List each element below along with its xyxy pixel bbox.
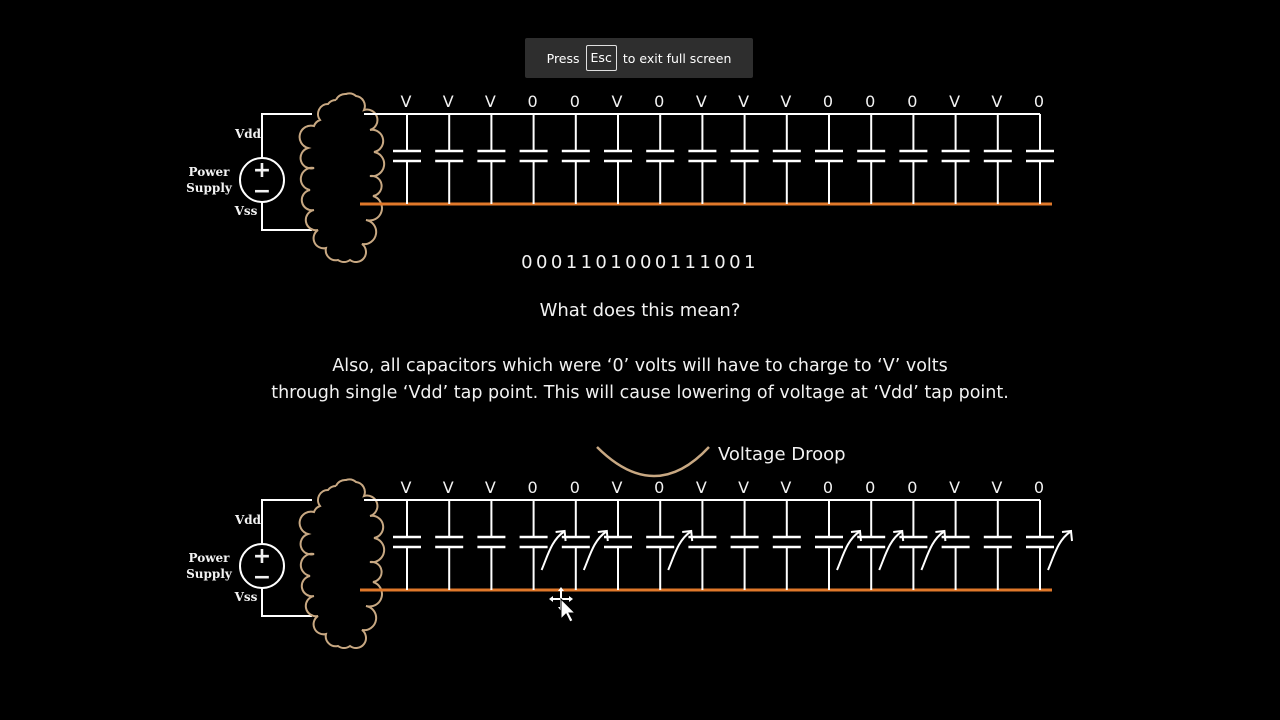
capacitor-voltage-label: V [612, 478, 623, 497]
capacitor-voltage-label: V [949, 478, 960, 497]
capacitor [899, 500, 928, 590]
capacitor [772, 114, 801, 204]
charging-arrow-icon [1047, 529, 1073, 571]
capacitor [941, 114, 970, 204]
power-label: Power [189, 551, 231, 565]
vss-label: Vss [234, 590, 258, 604]
capacitor [730, 114, 759, 204]
capacitor [393, 114, 421, 204]
explanation-text: Also, all capacitors which were ‘0’ volt… [0, 353, 1280, 407]
source-minus-sign: − [253, 179, 271, 204]
move-cursor-icon [549, 587, 577, 623]
capacitor-voltage-label: V [612, 92, 623, 111]
capacitor [983, 500, 1012, 590]
capacitor [477, 114, 506, 204]
capacitor-voltage-label: V [485, 478, 496, 497]
capacitor [519, 114, 548, 204]
capacitor-voltage-label: V [696, 92, 707, 111]
capacitor [899, 114, 928, 204]
capacitor-voltage-label: 0 [907, 478, 917, 497]
capacitor-voltage-label: 0 [823, 92, 833, 111]
capacitor [646, 114, 675, 204]
capacitor [519, 500, 548, 590]
vdd-wire [261, 499, 312, 544]
capacitor [393, 500, 421, 590]
capacitor-voltage-label: V [780, 478, 791, 497]
capacitor-voltage-label: V [401, 478, 412, 497]
capacitor [435, 114, 464, 204]
capacitor [477, 500, 506, 590]
explanation-line-1: Also, all capacitors which were ‘0’ volt… [332, 356, 948, 376]
explanation-line-2: through single ‘Vdd’ tap point. This wil… [271, 383, 1009, 403]
voltage-droop-label: Voltage Droop [718, 444, 846, 465]
capacitor-voltage-label: V [485, 92, 496, 111]
bit-pattern: 0001101000111001 [521, 252, 759, 273]
capacitor-voltage-label: V [991, 92, 1002, 111]
vdd-wire [261, 113, 312, 158]
supply-cloud [298, 478, 386, 649]
capacitor-voltage-label: 0 [654, 92, 664, 111]
capacitor-voltage-label: V [738, 92, 749, 111]
vss-label: Vss [234, 204, 258, 218]
vss-wire [261, 202, 312, 231]
capacitor [604, 114, 632, 204]
capacitor [730, 500, 759, 590]
fullscreen-notice: Press Esc to exit full screen [525, 38, 753, 78]
capacitor-voltage-label: V [780, 92, 791, 111]
capacitor [941, 500, 970, 590]
supply-cloud [298, 92, 386, 263]
capacitor [815, 114, 843, 204]
capacitor [435, 500, 464, 590]
capacitor [604, 500, 632, 590]
capacitor-voltage-label: 0 [528, 478, 538, 497]
capacitor-voltage-label: V [443, 478, 454, 497]
capacitor-voltage-label: 0 [654, 478, 664, 497]
capacitor-voltage-label: 0 [865, 92, 875, 111]
capacitor [857, 114, 886, 204]
capacitor-voltage-label: 0 [528, 92, 538, 111]
supply-label: Supply [186, 567, 233, 581]
capacitor-voltage-label: 0 [1034, 478, 1044, 497]
capacitor [857, 500, 886, 590]
capacitor-voltage-label: V [696, 478, 707, 497]
capacitor [646, 500, 675, 590]
capacitor-voltage-label: V [738, 478, 749, 497]
notice-exit-text: to exit full screen [622, 50, 732, 66]
capacitor-voltage-label: 0 [570, 92, 580, 111]
source-minus-sign: − [253, 565, 271, 590]
source-plus-sign: + [253, 544, 271, 569]
source-plus-sign: + [253, 158, 271, 183]
esc-key-badge[interactable]: Esc [585, 45, 617, 71]
capacitor [688, 114, 717, 204]
capacitor [561, 500, 590, 590]
capacitor-voltage-label: 0 [570, 478, 580, 497]
capacitor-voltage-label: V [443, 92, 454, 111]
vdd-label: Vdd [234, 127, 262, 141]
power-label: Power [189, 165, 231, 179]
capacitor [688, 500, 717, 590]
capacitor-voltage-label: 0 [823, 478, 833, 497]
capacitor-voltage-label: 0 [907, 92, 917, 111]
capacitor-voltage-label: V [949, 92, 960, 111]
vss-wire [261, 588, 312, 617]
capacitor [1026, 500, 1054, 590]
question-text: What does this mean? [539, 300, 741, 321]
capacitor [561, 114, 590, 204]
capacitor [983, 114, 1012, 204]
capacitor [772, 500, 801, 590]
capacitor-voltage-label: 0 [865, 478, 875, 497]
voltage-droop-curve [596, 446, 710, 478]
capacitor [1026, 114, 1054, 204]
notice-press-text: Press [546, 50, 580, 66]
capacitor-voltage-label: V [401, 92, 412, 111]
supply-label: Supply [186, 181, 233, 195]
capacitor [815, 500, 843, 590]
capacitor-voltage-label: V [991, 478, 1002, 497]
capacitor-voltage-label: 0 [1034, 92, 1044, 111]
vdd-label: Vdd [234, 513, 262, 527]
